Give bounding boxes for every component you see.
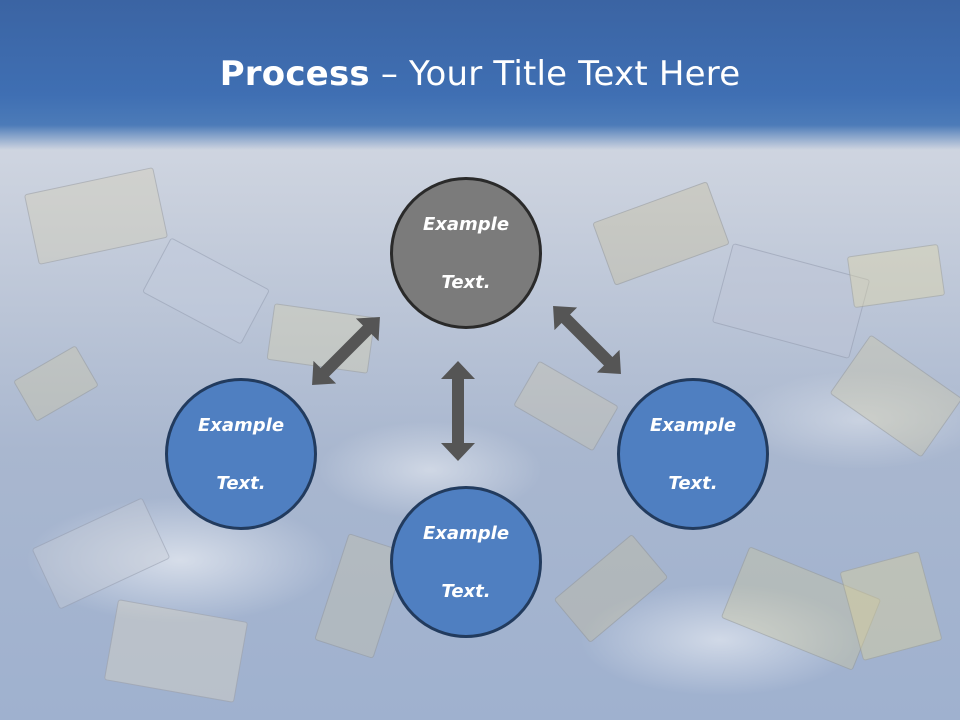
- title-bar: Process – Your Title Text Here: [0, 0, 960, 150]
- title-bold-part: Process: [219, 54, 370, 94]
- double-headed-arrow-icon[interactable]: [542, 295, 633, 386]
- double-headed-arrow-icon[interactable]: [441, 361, 475, 461]
- arrow-shapes: [301, 295, 633, 461]
- node-top-line2: Text.: [441, 271, 491, 293]
- node-left-line2: Text.: [216, 472, 266, 494]
- node-right-line2: Text.: [668, 472, 718, 494]
- node-bottom-line1: Example: [422, 522, 510, 544]
- slide-title[interactable]: Process – Your Title Text Here: [0, 52, 960, 96]
- node-right-line1: Example: [649, 414, 737, 436]
- node-left-line1: Example: [197, 414, 285, 436]
- node-top-line1: Example: [422, 213, 510, 235]
- title-rest-part: – Your Title Text Here: [369, 54, 741, 94]
- double-headed-arrow-icon[interactable]: [301, 306, 392, 397]
- node-bottom-line2: Text.: [441, 580, 491, 602]
